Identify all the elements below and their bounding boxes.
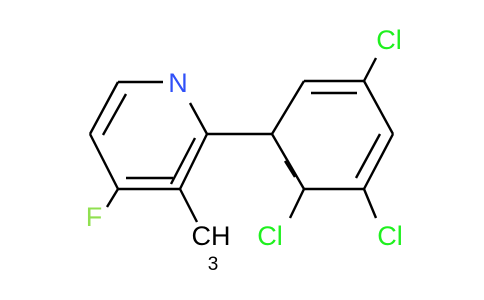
bond-c5-c6 [88,81,120,135]
methyl-label: CH [192,221,231,251]
bond-c2-c3 [178,133,209,190]
chlorine-ortho-label: Cl [257,221,283,251]
bond-b6-b1 [270,133,306,190]
bond-b3-b4 [362,80,395,135]
bond-c5-c6-inner [101,93,128,136]
bond-c2-c3-inner [169,137,197,185]
bonds [88,57,395,223]
bond-c4-c5 [88,133,120,190]
chlorine-top-label: Cl [376,25,402,55]
bond-b4-b5-inner [354,133,382,179]
bond-n-c2 [188,102,209,135]
chlorine-meta-label: Cl [377,221,403,251]
methyl-subscript: 3 [208,254,219,275]
bond-b3-cl [362,57,378,82]
fluorine-label: F [86,202,103,232]
bond-b1-b2 [270,80,306,135]
bond-c3-methyl [178,188,199,223]
bond-b6-cl [288,188,306,219]
bond-c4-f [105,188,120,208]
atom-labels: N F Cl Cl Cl CH 3 [86,25,403,275]
bond-b4-b5 [362,133,395,190]
nitrogen-label: N [168,68,188,98]
bond-b5-cl [362,188,378,219]
bond-b6-b1-inner [283,160,297,178]
